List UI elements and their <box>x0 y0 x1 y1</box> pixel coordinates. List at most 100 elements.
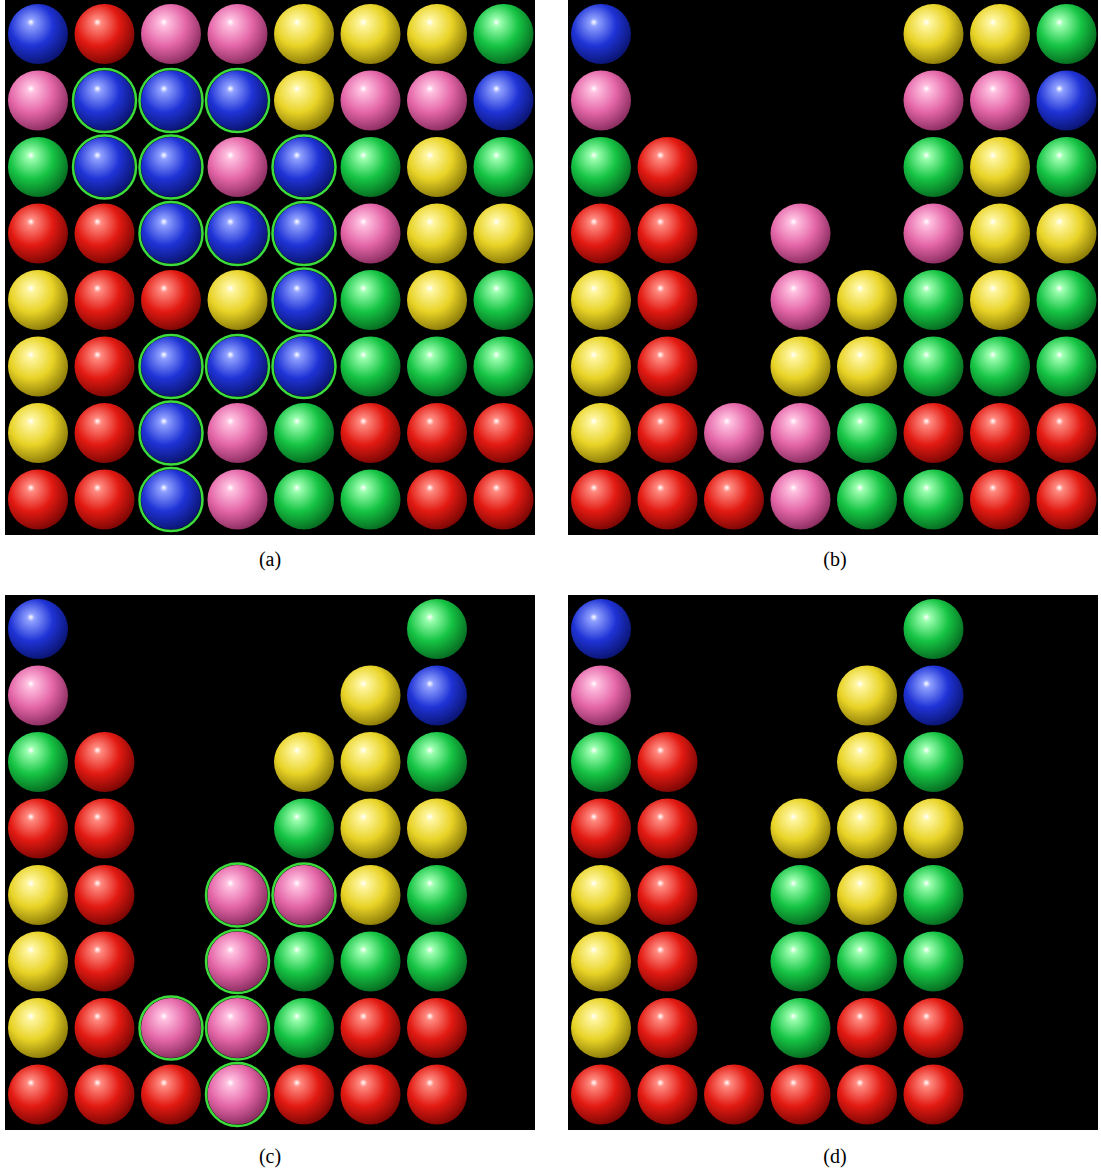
ball <box>837 470 897 530</box>
ball-body <box>274 337 334 397</box>
ball <box>141 270 201 330</box>
ball <box>341 270 401 330</box>
ball <box>970 204 1030 264</box>
ball-body <box>970 403 1030 463</box>
ball <box>407 799 467 859</box>
selection-ring <box>140 136 203 199</box>
ball-body <box>837 270 897 330</box>
ball <box>274 4 334 64</box>
ball-body <box>341 270 401 330</box>
ball-body <box>1037 470 1097 530</box>
ball <box>474 270 534 330</box>
ball <box>206 335 269 398</box>
ball <box>837 403 897 463</box>
ball-body <box>208 270 268 330</box>
selection-ring <box>273 202 336 265</box>
ball <box>771 1065 831 1125</box>
ball-body <box>571 1065 631 1125</box>
ball <box>571 666 631 726</box>
ball-body <box>8 666 68 726</box>
ball-body <box>704 403 764 463</box>
ball-body <box>407 799 467 859</box>
ball <box>771 270 831 330</box>
ball <box>1037 470 1097 530</box>
panel-label: (c) <box>259 1145 281 1168</box>
ball-body <box>75 998 135 1058</box>
ball-body <box>904 4 964 64</box>
ball-body <box>474 71 534 131</box>
ball <box>571 71 631 131</box>
ball-body <box>704 1065 764 1125</box>
ball <box>274 932 334 992</box>
ball <box>474 137 534 197</box>
ball-body <box>8 932 68 992</box>
ball-body <box>970 337 1030 397</box>
ball <box>771 932 831 992</box>
ball <box>638 470 698 530</box>
ball <box>837 732 897 792</box>
ball-body <box>8 204 68 264</box>
selection-ring <box>273 269 336 332</box>
ball-body <box>904 470 964 530</box>
ball-body <box>571 998 631 1058</box>
ball-body <box>474 204 534 264</box>
ball-body <box>837 666 897 726</box>
ball <box>904 932 964 992</box>
ball <box>571 403 631 463</box>
ball-body <box>904 865 964 925</box>
ball <box>638 1065 698 1125</box>
board-background <box>568 595 1098 1130</box>
ball <box>970 270 1030 330</box>
ball-body <box>208 1065 268 1125</box>
ball-body <box>274 4 334 64</box>
ball <box>206 930 269 993</box>
ball-body <box>970 270 1030 330</box>
ball-body <box>837 403 897 463</box>
ball <box>571 337 631 397</box>
selection-ring <box>273 335 336 398</box>
ball-body <box>8 4 68 64</box>
ball-body <box>341 799 401 859</box>
game-board <box>5 595 535 1130</box>
ball-body <box>407 337 467 397</box>
ball-body <box>341 403 401 463</box>
ball <box>140 997 203 1060</box>
ball-body <box>341 932 401 992</box>
ball <box>141 4 201 64</box>
ball-body <box>407 71 467 131</box>
ball-body <box>208 403 268 463</box>
ball-body <box>407 204 467 264</box>
ball <box>206 1063 269 1126</box>
ball-body <box>571 4 631 64</box>
ball <box>1037 71 1097 131</box>
ball-body <box>8 799 68 859</box>
ball-body <box>208 470 268 530</box>
ball <box>75 1065 135 1125</box>
ball <box>638 799 698 859</box>
board-background <box>568 0 1098 535</box>
ball <box>837 270 897 330</box>
ball <box>837 932 897 992</box>
panel-label: (d) <box>823 1145 846 1168</box>
ball <box>474 4 534 64</box>
ball-body <box>904 137 964 197</box>
ball-body <box>474 403 534 463</box>
panel-label: (b) <box>823 548 846 571</box>
ball <box>474 71 534 131</box>
ball-body <box>904 998 964 1058</box>
ball <box>75 403 135 463</box>
ball-body <box>1037 403 1097 463</box>
ball-body <box>75 1065 135 1125</box>
ball-body <box>8 71 68 131</box>
ball <box>8 337 68 397</box>
ball-body <box>8 470 68 530</box>
ball <box>638 204 698 264</box>
ball <box>140 335 203 398</box>
ball <box>571 204 631 264</box>
selection-ring <box>73 69 136 132</box>
ball <box>571 1065 631 1125</box>
ball-body <box>407 470 467 530</box>
ball <box>8 403 68 463</box>
ball-body <box>141 1065 201 1125</box>
ball <box>638 865 698 925</box>
